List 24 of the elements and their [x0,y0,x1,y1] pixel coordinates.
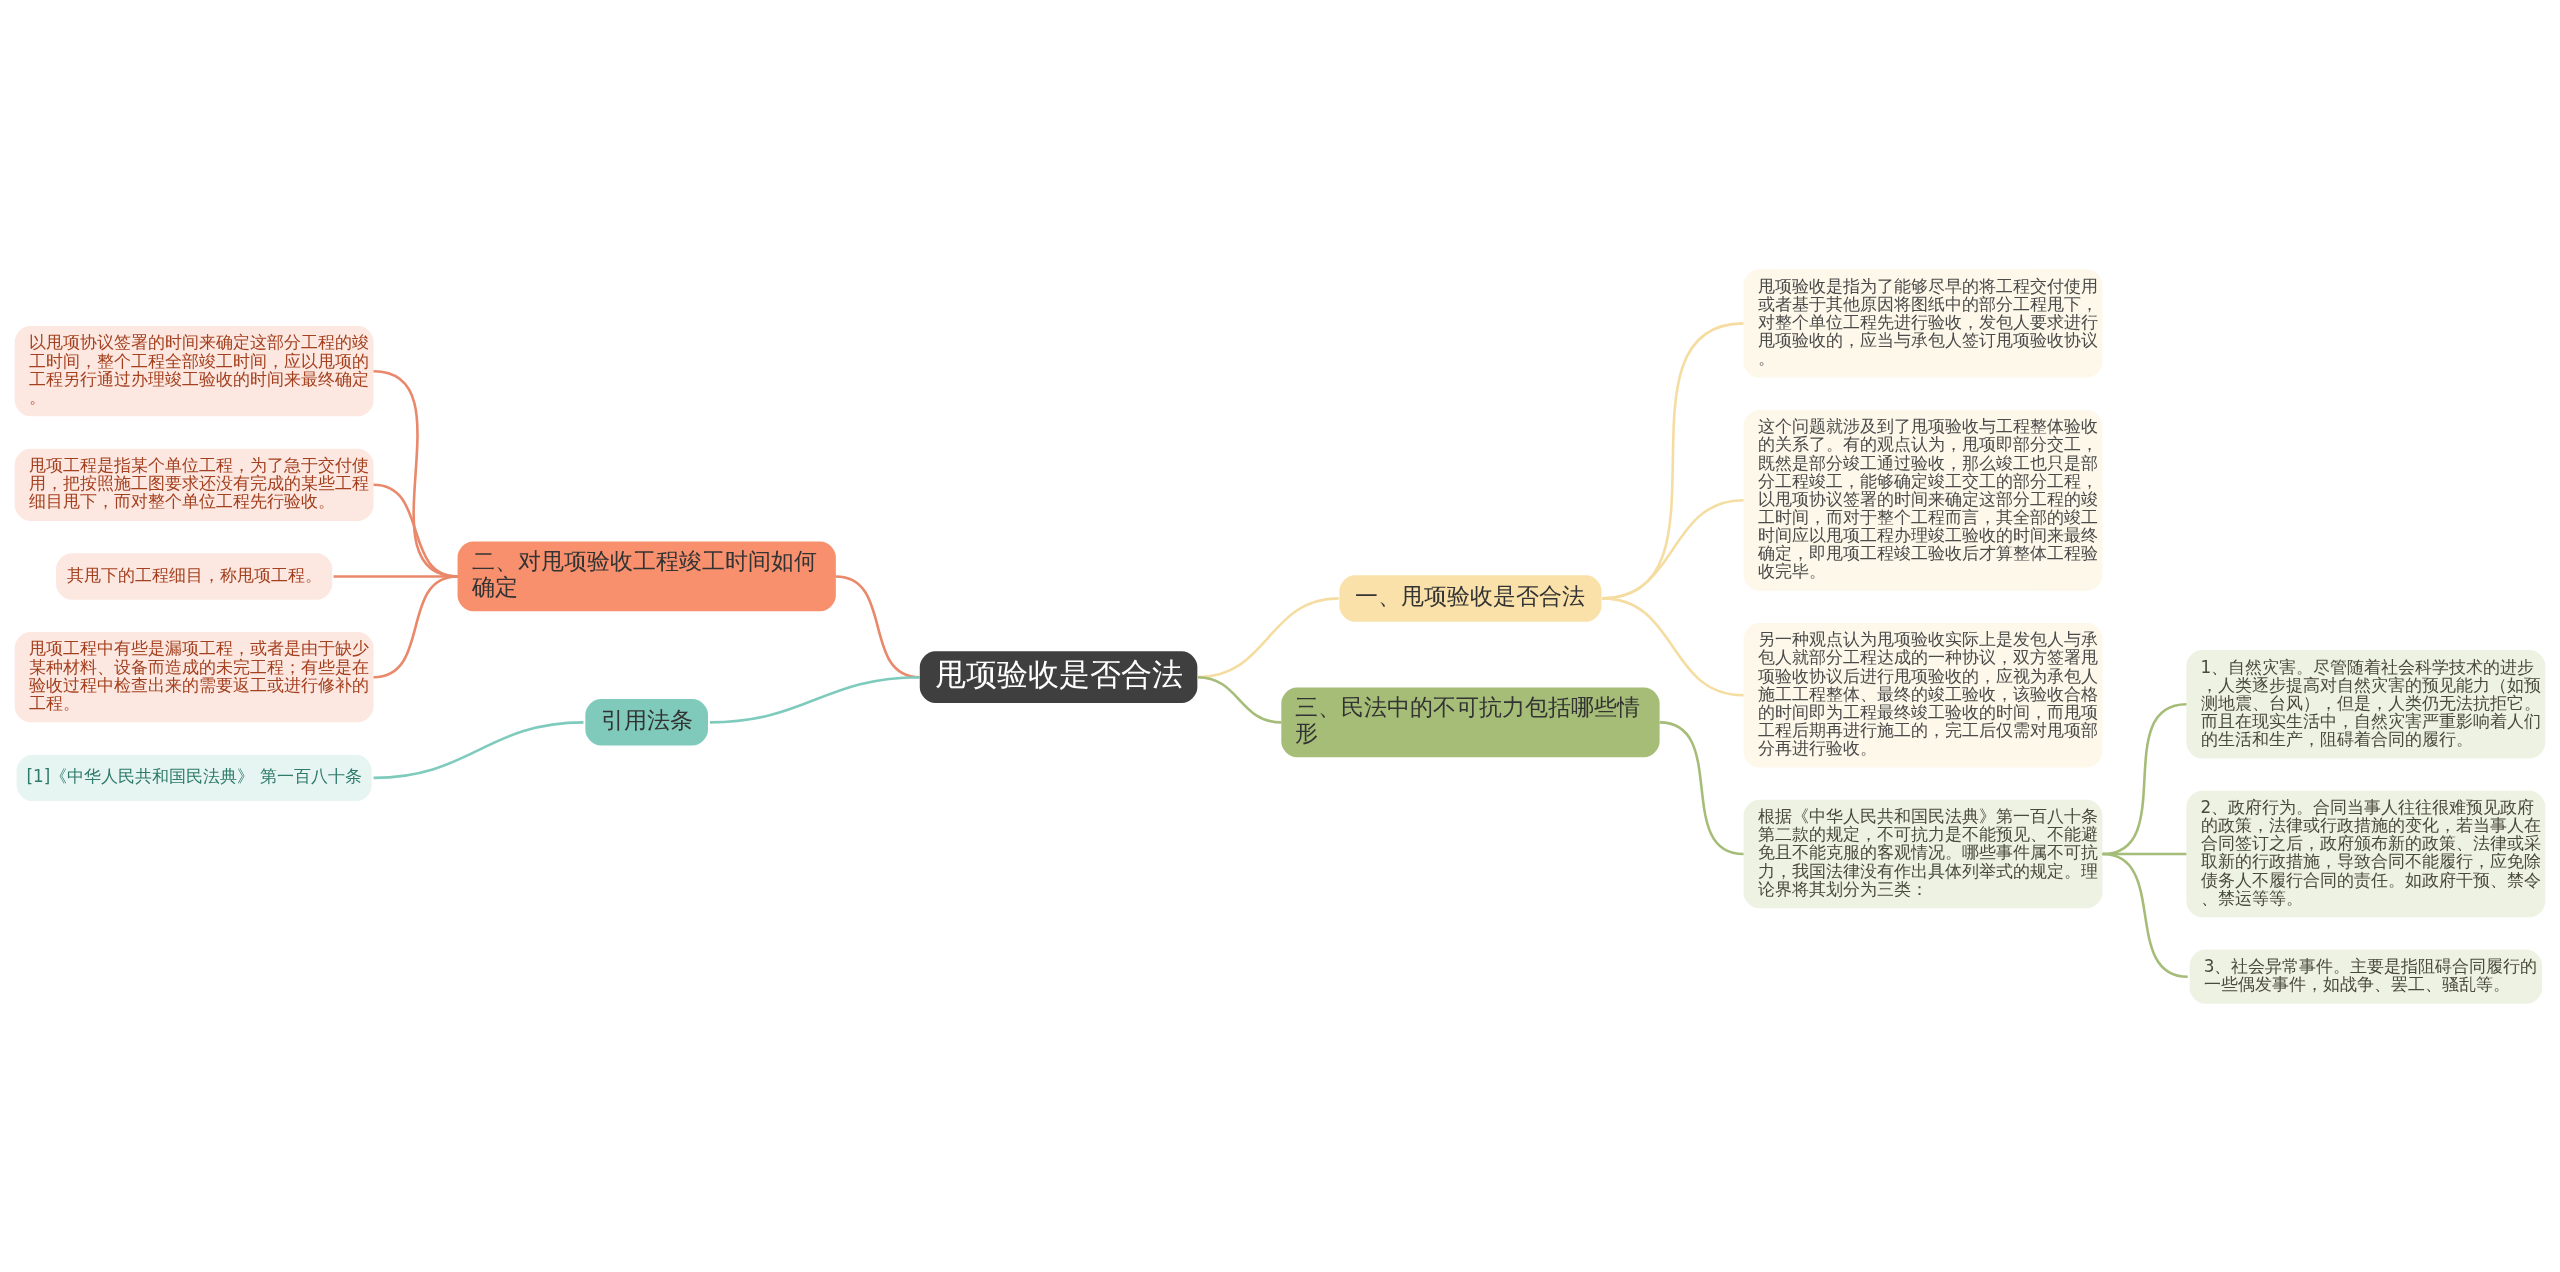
node-box: 一、甩项验收是否合法 [1339,574,1602,622]
node-box: 2、政府行为。合同当事人往往很难预见政府的政策，法律或行政措施的变化，若当事人在合同签订之后，政府颁布新的政策、法律或采取新的行政措施，导致合同不能履行，应免除债务人不履行合同的责任。如政府干预、禁令、禁运等等。 [2186,790,2546,917]
node-box: 其甩下的工程细目，称甩项工程。 [56,552,333,600]
connector [1659,720,1744,855]
node-box: 三、民法中的不可抗力包括哪些情形 [1281,687,1660,757]
connector [1602,596,1744,697]
node-box: 二、对甩项验收工程竣工时间如何确定 [457,541,836,611]
node-box: 甩项验收是指为了能够尽早的将工程交付使用或者基于其他原因将图纸中的部分工程甩下，对整个单位工程先进行验收，发包人要求进行甩项验收的，应当与承包人签订甩项验收协议。 [1743,268,2103,378]
node-box: 1、自然灾害。尽管随着社会科学技术的进步，人类逐步提高对自然灾害的预见能力（如预测地震、台风），但是，人类仍无法抗拒它。而且在现实生活中，自然灾害严重影响着人们的生活和生产，阻碍着合同的履行。 [2186,649,2546,758]
node-box: 引用法条 [585,698,708,746]
connector [1197,675,1282,724]
connector [373,574,458,678]
node-box: 以甩项协议签署的时间来确定这部分工程的竣工时间，整个工程全部竣工时间，应以甩项的工程另行通过办理竣工验收的时间来最终确定。 [14,325,374,416]
node-box: 甩项验收是否合法 [919,650,1198,703]
node-box: 根据《中华人民共和国民法典》第一百八十条第二款的规定，不可抗力是不能预见、不能避免且不能克服的客观情况。哪些事件属不可抗力，我国法律没有作出具体列举式的规定。理论界将其划分为三类： [1743,799,2103,908]
connector [373,720,584,779]
node-box: 这个问题就涉及到了甩项验收与工程整体验收的关系了。有的观点认为，甩项即部分交工，既然是部分竣工通过验收，那么竣工也只是部分工程竣工，能够确定竣工交工的部分工程，以甩项协议签署的时间来确定这部分工程的竣工时间，而对于整个工程而言，其全部的竣工时间应以甩项工程办理竣工验收的时间来最终确定，即甩项工程竣工验收后才算整体工程验收完毕。 [1743,409,2103,591]
connector [709,675,920,724]
node-box: 甩项工程中有些是漏项工程，或者是由于缺少某种材料、设备而造成的未完工程；有些是在验收过程中检查出来的需要返工或进行修补的工程。 [14,631,374,722]
node-box: 3、社会异常事件。主要是指阻碍合同履行的一些偶发事件，如战争、罢工、骚乱等。 [2189,949,2543,1004]
node-box: 另一种观点认为甩项验收实际上是发包人与承包人就部分工程达成的一种协议，双方签署甩项验收协议后进行甩项验收的，应视为承包人施工工程整体、最终的竣工验收，该验收合格的时间即为工程最终竣工验收的时间，而甩项工程后期再进行施工的，完工后仅需对甩项部分再进行验收。 [1743,622,2103,768]
connector [2102,852,2188,978]
node-box: 甩项工程是指某个单位工程，为了急于交付使用，把按照施工图要求还没有完成的某些工程细目甩下，而对整个单位工程先行验收。 [14,448,374,521]
node-box: [1]《中华人民共和国民法典》 第一百八十条 [16,754,372,801]
